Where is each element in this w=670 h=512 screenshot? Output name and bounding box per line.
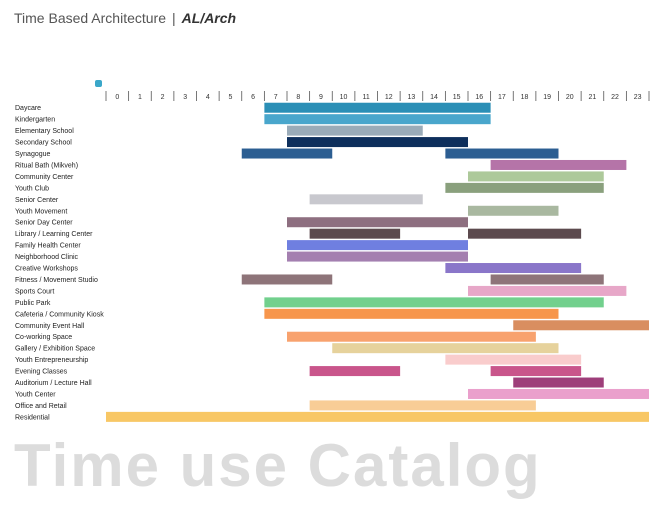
row-label: Synagogue (15, 151, 51, 158)
time-bar (468, 285, 627, 296)
row-label: Creative Workshops (15, 266, 78, 273)
row-label: Community Center (15, 174, 74, 181)
x-tick-label: 4 (206, 94, 210, 101)
page-header: Time Based Architecture | AL/Arch (14, 10, 236, 30)
row-label: Family Health Center (15, 243, 81, 250)
x-tick-label: 19 (543, 94, 551, 101)
row-label: Co-working Space (15, 334, 72, 341)
brand-logo: AL/Arch (181, 10, 237, 26)
time-bar (445, 148, 559, 159)
time-bar (513, 377, 604, 388)
time-bar (468, 388, 649, 399)
time-bar (264, 297, 604, 308)
row-label: Office and Retail (15, 403, 67, 410)
time-bar (264, 102, 491, 113)
row-label: Elementary School (15, 128, 74, 135)
row-label: Neighborhood Clinic (15, 254, 79, 261)
x-tick-label: 5 (228, 94, 232, 101)
x-tick-label: 1 (138, 94, 142, 101)
time-bar (287, 137, 468, 148)
x-tick-label: 9 (319, 94, 323, 101)
time-bar (468, 228, 582, 239)
time-bar (287, 251, 468, 262)
time-bar (490, 274, 604, 285)
time-bar (264, 114, 491, 125)
x-tick-label: 3 (183, 94, 187, 101)
time-bar (513, 320, 649, 331)
page-title: Time Based Architecture (14, 10, 166, 26)
row-label: Residential (15, 414, 50, 421)
time-bar (445, 263, 582, 274)
time-bar (490, 366, 582, 377)
x-tick-label: 18 (521, 94, 529, 101)
time-bar (309, 194, 423, 205)
row-label: Youth Center (15, 391, 56, 398)
row-label: Senior Day Center (15, 220, 73, 227)
watermark: Time use Catalog (14, 432, 542, 499)
time-bar (309, 400, 536, 411)
x-tick-label: 22 (611, 94, 619, 101)
row-label: Cafeteria / Community Kiosk (15, 311, 104, 318)
time-bar (468, 171, 604, 182)
x-tick-label: 20 (566, 94, 574, 101)
row-label: Community Event Hall (15, 323, 85, 330)
row-label: Public Park (15, 300, 51, 307)
time-bar (445, 182, 604, 193)
row-label: Youth Entrepreneurship (15, 357, 88, 364)
x-tick-label: 10 (340, 94, 348, 101)
row-label: Youth Club (15, 185, 49, 192)
row-label: Auditorium / Lecture Hall (15, 380, 92, 387)
time-bar (445, 354, 582, 365)
title-separator: | (172, 10, 176, 26)
x-tick-label: 0 (115, 94, 119, 101)
row-label: Kindergarten (15, 117, 55, 124)
x-tick-label: 8 (296, 94, 300, 101)
x-tick-label: 21 (589, 94, 597, 101)
x-tick-label: 7 (274, 94, 278, 101)
row-label: Gallery / Exhibition Space (15, 346, 95, 353)
time-bar (106, 411, 649, 422)
row-label: Evening Classes (15, 369, 68, 376)
time-bar (332, 343, 559, 354)
row-label: Youth Movement (15, 208, 67, 215)
x-tick-label: 12 (385, 94, 393, 101)
x-tick-label: 16 (475, 94, 483, 101)
time-bar (287, 240, 468, 251)
time-bar (309, 366, 401, 377)
row-label: Senior Center (15, 197, 59, 204)
row-label: Fitness / Movement Studio (15, 277, 98, 284)
row-label: Secondary School (15, 140, 72, 147)
time-bar (490, 159, 627, 170)
time-bar (287, 331, 536, 342)
x-tick-label: 13 (408, 94, 416, 101)
x-tick-label: 15 (453, 94, 461, 101)
row-label: Ritual Bath (Mikveh) (15, 162, 78, 169)
time-bar (468, 205, 559, 216)
row-label: Sports Court (15, 288, 54, 295)
row-label: Daycare (15, 105, 41, 112)
x-tick-label: 14 (430, 94, 438, 101)
time-bar (241, 148, 333, 159)
x-tick-label: 17 (498, 94, 506, 101)
x-tick-label: 11 (363, 94, 370, 101)
time-bar (264, 308, 559, 319)
time-bar (241, 274, 333, 285)
x-tick-label: 6 (251, 94, 255, 101)
time-bar (309, 228, 401, 239)
x-tick-label: 23 (634, 94, 642, 101)
time-bar (287, 125, 423, 136)
accent-marker (95, 80, 102, 87)
x-tick-label: 2 (161, 94, 165, 101)
time-bar (287, 217, 468, 228)
row-label: Library / Learning Center (15, 231, 93, 238)
